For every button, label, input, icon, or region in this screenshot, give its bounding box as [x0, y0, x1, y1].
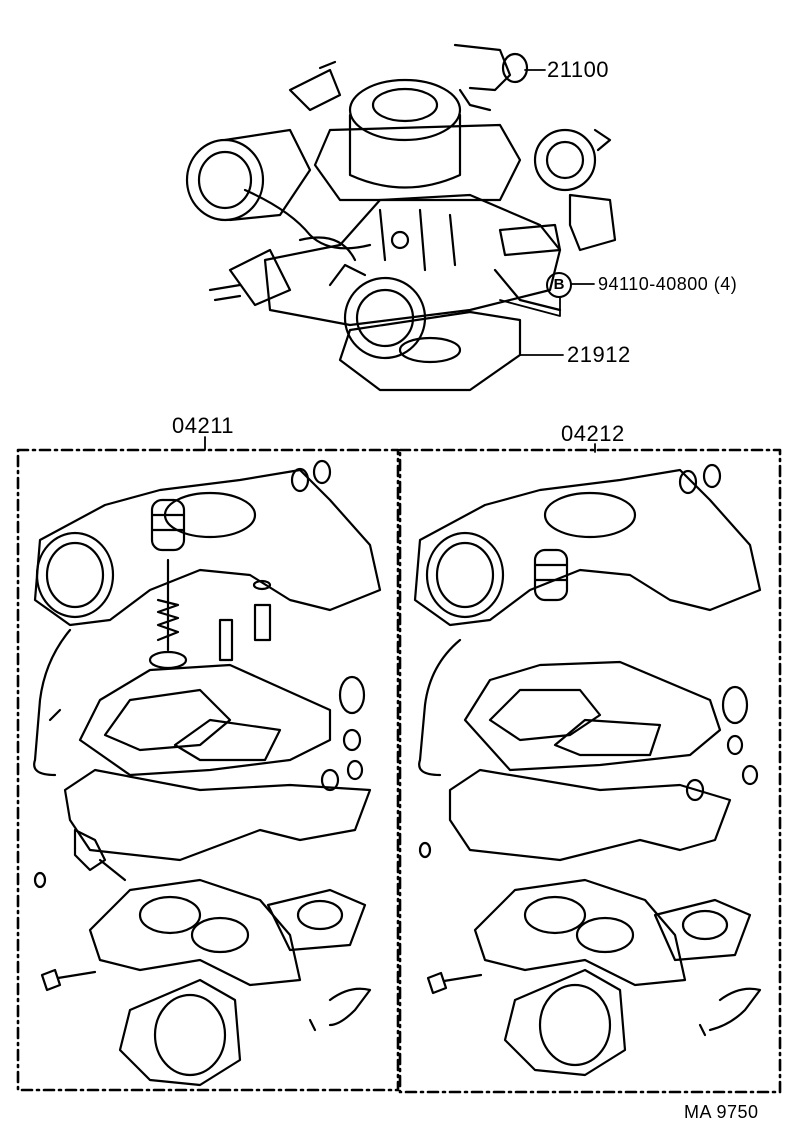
label-drawing-ref: MA 9750: [684, 1102, 759, 1122]
label-carburetor-assy: 21100: [547, 57, 610, 82]
kit-leaders: [204, 436, 596, 453]
label-bolt-part: 94110-40800 (4): [598, 274, 738, 294]
carburetor-assembly-drawing: [185, 43, 617, 392]
kit-04212-drawing: [413, 463, 762, 1077]
label-kit-04212: 04212: [561, 421, 625, 446]
kit-04211-drawing: [33, 459, 382, 1087]
top-leaders: [499, 69, 595, 356]
label-kit-04211: 04211: [172, 413, 235, 438]
bolt-marker: B: [546, 272, 572, 298]
kit-boxes: [16, 448, 782, 1094]
label-insulator: 21912: [567, 342, 631, 367]
